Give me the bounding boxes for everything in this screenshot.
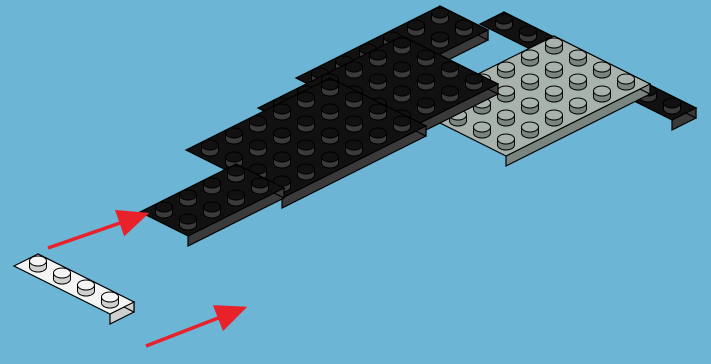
stud <box>418 74 435 90</box>
stud <box>204 178 221 194</box>
stud <box>570 50 587 66</box>
stud <box>546 62 563 78</box>
stud <box>274 128 291 144</box>
stud <box>298 140 315 156</box>
stud <box>594 86 611 102</box>
stud <box>520 26 537 42</box>
stud <box>156 202 173 218</box>
stud <box>346 62 363 78</box>
stud <box>466 74 483 90</box>
stud <box>394 116 411 132</box>
stud <box>180 214 197 230</box>
arrow-lower <box>146 308 244 346</box>
stud <box>546 38 563 54</box>
stud <box>394 86 411 102</box>
stud <box>54 268 71 284</box>
stud <box>322 80 339 96</box>
stud <box>346 92 363 108</box>
stud <box>394 38 411 54</box>
arrow-upper <box>48 214 146 248</box>
stud <box>370 50 387 66</box>
stud <box>252 178 269 194</box>
stud <box>570 74 587 90</box>
stud <box>204 202 221 218</box>
stud <box>250 140 267 156</box>
stud <box>30 256 47 272</box>
stud <box>522 98 539 114</box>
stud <box>442 86 459 102</box>
stud <box>322 152 339 168</box>
stud <box>370 128 387 144</box>
stud <box>456 20 473 36</box>
stud <box>498 62 515 78</box>
stud <box>346 116 363 132</box>
white-plate-1x4 <box>14 254 134 324</box>
stud <box>394 62 411 78</box>
stud <box>546 86 563 102</box>
stud <box>298 116 315 132</box>
stud <box>522 122 539 138</box>
stud <box>102 292 119 308</box>
stud <box>298 92 315 108</box>
stud <box>496 14 513 30</box>
stud <box>522 50 539 66</box>
stud <box>474 122 491 138</box>
stud <box>370 74 387 90</box>
stud <box>498 110 515 126</box>
stud <box>274 152 291 168</box>
stud <box>570 98 587 114</box>
stud <box>664 98 681 114</box>
stud <box>250 116 267 132</box>
stud <box>498 134 515 150</box>
stud <box>228 166 245 182</box>
stud <box>618 74 635 90</box>
stud <box>180 190 197 206</box>
stud <box>322 128 339 144</box>
stud <box>594 62 611 78</box>
stud <box>432 8 449 24</box>
stud <box>78 280 95 296</box>
stud <box>546 110 563 126</box>
stud <box>226 128 243 144</box>
stud <box>432 32 449 48</box>
stud <box>408 20 425 36</box>
stud <box>418 98 435 114</box>
stud <box>228 190 245 206</box>
stud <box>202 140 219 156</box>
stud <box>346 140 363 156</box>
stud <box>418 50 435 66</box>
stud <box>522 74 539 90</box>
stud <box>322 104 339 120</box>
stud <box>442 62 459 78</box>
stud <box>274 104 291 120</box>
stud <box>370 104 387 120</box>
stud <box>498 86 515 102</box>
stud <box>298 164 315 180</box>
